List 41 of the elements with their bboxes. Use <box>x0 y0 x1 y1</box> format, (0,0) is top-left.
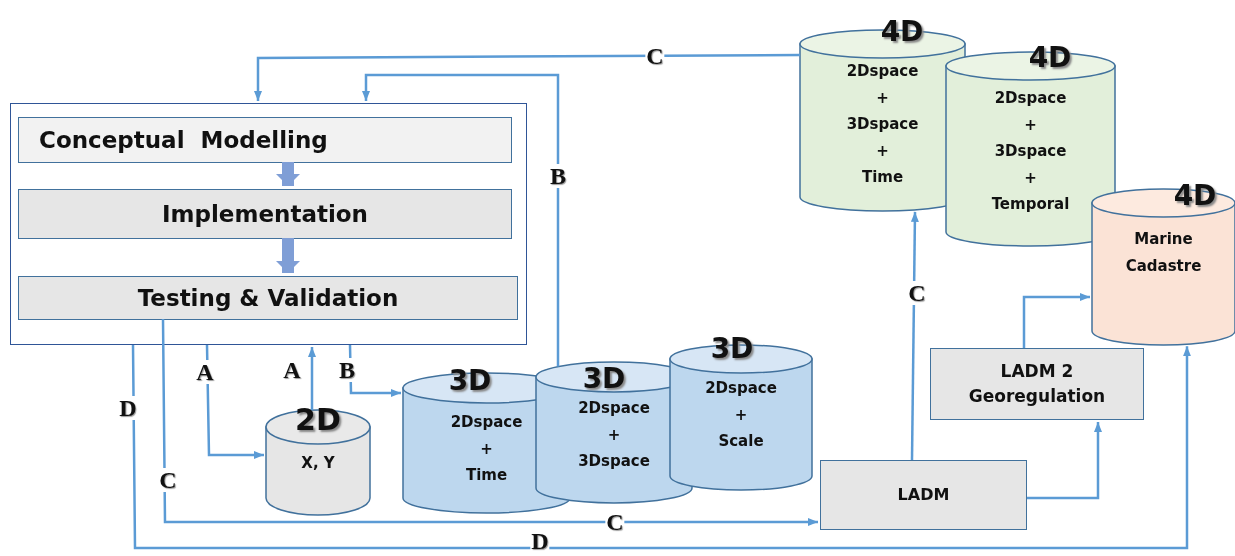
database-cylinder <box>946 44 1115 246</box>
arrow <box>910 211 919 460</box>
arrow <box>131 345 1191 550</box>
cylinder-heading: 3D <box>448 367 492 395</box>
box-label: Conceptual Modelling <box>39 125 328 155</box>
database-cylinder <box>1092 182 1235 345</box>
arrow <box>1027 422 1102 500</box>
path-label: C <box>158 468 178 492</box>
arrow <box>254 53 800 101</box>
cylinder-heading: 2D <box>295 405 341 435</box>
process-box <box>18 276 518 320</box>
process-box <box>18 117 512 163</box>
box-label: LADM 2 Georegulation <box>967 359 1107 408</box>
arrow <box>161 319 818 526</box>
cylinder-label: 2Dspace + Time <box>450 412 523 486</box>
process-box <box>820 460 1027 530</box>
box-label: LADM <box>897 484 950 506</box>
block-arrow <box>276 238 300 273</box>
block-arrow <box>276 162 300 186</box>
cylinder-label: 2Dspace + Scale <box>705 378 777 452</box>
arrow <box>1022 293 1090 348</box>
container-box <box>10 103 527 345</box>
edge-label: A <box>195 360 215 384</box>
cylinder-label: X, Y <box>301 453 335 474</box>
cylinder-label: 2Dspace + 3Dspace <box>578 398 650 472</box>
process-box <box>930 348 1144 420</box>
database-cylinder <box>670 335 812 490</box>
database-cylinder <box>266 405 370 515</box>
process-box <box>18 189 512 239</box>
cylinder-label: 2Dspace + 3Dspace + Time <box>846 61 919 188</box>
arrow <box>362 73 560 367</box>
edge-label: D <box>118 396 138 420</box>
box-label: Testing & Validation <box>137 283 399 313</box>
edge-label: B <box>549 164 567 188</box>
box-label: Implementation <box>162 199 368 229</box>
arrow <box>308 347 316 411</box>
cylinder-label: Marine Cadastre <box>1125 229 1202 277</box>
edge-label: B <box>338 358 356 382</box>
edge-label: C <box>907 281 927 305</box>
cylinder-heading: 3D <box>582 365 626 393</box>
cylinder-label: 2Dspace + 3Dspace + Temporal <box>991 88 1070 215</box>
